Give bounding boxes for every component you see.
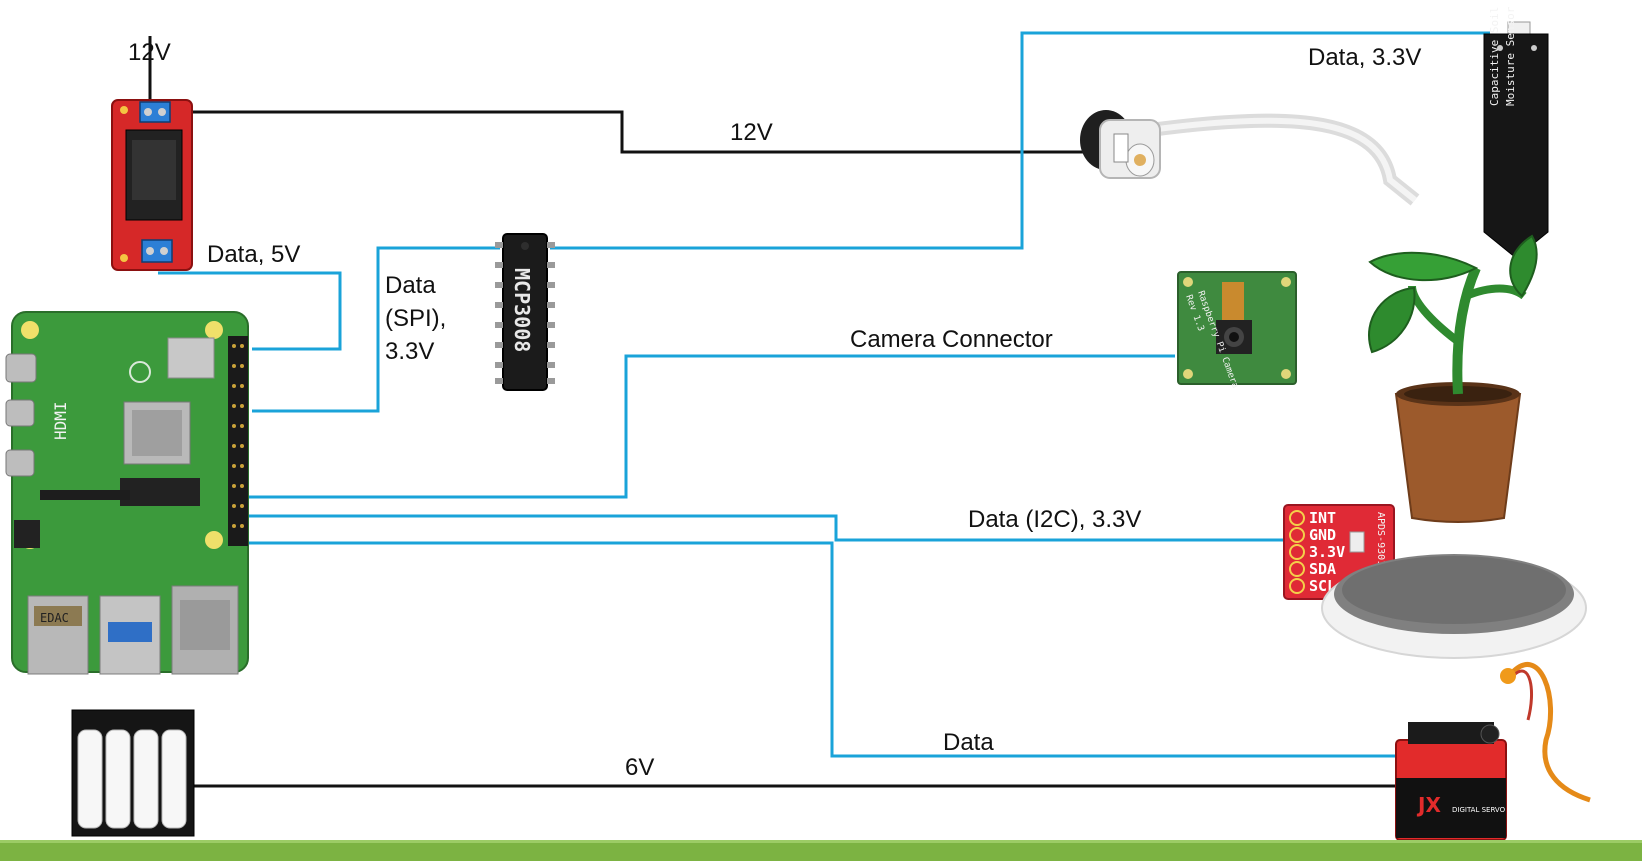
pin-gnd: GND <box>1309 526 1336 544</box>
mcp3008-label: MCP3008 <box>510 268 534 352</box>
servo-motor: JX DIGITAL SERVO <box>1395 662 1591 841</box>
battery-pack <box>71 709 195 837</box>
footer-bar-highlight <box>0 840 1642 843</box>
spi-label-line3: 3.3V <box>385 338 434 365</box>
pin-sda: SDA <box>1309 560 1336 578</box>
water-pump <box>1080 110 1420 206</box>
gesture-sensor-name: APDS-9301 <box>1375 512 1386 566</box>
wire-relay-to-pump <box>158 110 1085 154</box>
servo-brand: DIGITAL SERVO <box>1452 806 1506 814</box>
pi-hdmi-mark: HDMI <box>51 401 70 440</box>
wire-spi <box>252 246 500 413</box>
relay-power-label: 12V <box>128 39 171 66</box>
wires <box>100 31 1490 788</box>
pump-power-label: 12V <box>730 119 773 146</box>
wire-labels: 12V 12V Data, 5V Data (SPI), 3.3V Data, … <box>128 39 1421 781</box>
wire-adc-to-soil <box>550 31 1490 250</box>
spi-label-line1: Data <box>385 272 436 299</box>
pi-edac-mark: EDAC <box>40 611 69 625</box>
relay-module <box>111 99 193 271</box>
soil-moisture-sensor: Capacitive Soil Moisture Sensor v1.2 <box>1483 0 1549 259</box>
wire-i2c <box>245 514 1285 542</box>
wire-relay-data <box>158 271 342 351</box>
pin-int: INT <box>1309 509 1336 527</box>
potted-plant <box>1321 234 1587 659</box>
spi-label-line2: (SPI), <box>385 305 446 332</box>
camera-module: Raspberry Pi Camera Rev 1.3 <box>1177 271 1297 390</box>
soil-sensor-text-2: Moisture Sensor v1.2 <box>1504 0 1517 106</box>
wire-camera <box>100 354 1175 499</box>
mcp3008-chip: MCP3008 <box>495 233 555 391</box>
relay-data-label: Data, 5V <box>207 241 300 268</box>
servo-data-label: Data <box>943 729 994 756</box>
raspberry-pi: HDMI EDAC <box>5 311 249 675</box>
i2c-label: Data (I2C), 3.3V <box>968 506 1141 533</box>
soil-sensor-text-1: Capacitive Soil <box>1488 7 1501 106</box>
battery-label: 6V <box>625 754 654 781</box>
servo-logo: JX <box>1416 793 1441 817</box>
camera-label: Camera Connector <box>850 326 1053 353</box>
pin-33v: 3.3V <box>1309 543 1345 561</box>
soil-data-label: Data, 3.3V <box>1308 44 1421 71</box>
wire-servo-data <box>245 541 1420 758</box>
footer-bar <box>0 840 1642 861</box>
